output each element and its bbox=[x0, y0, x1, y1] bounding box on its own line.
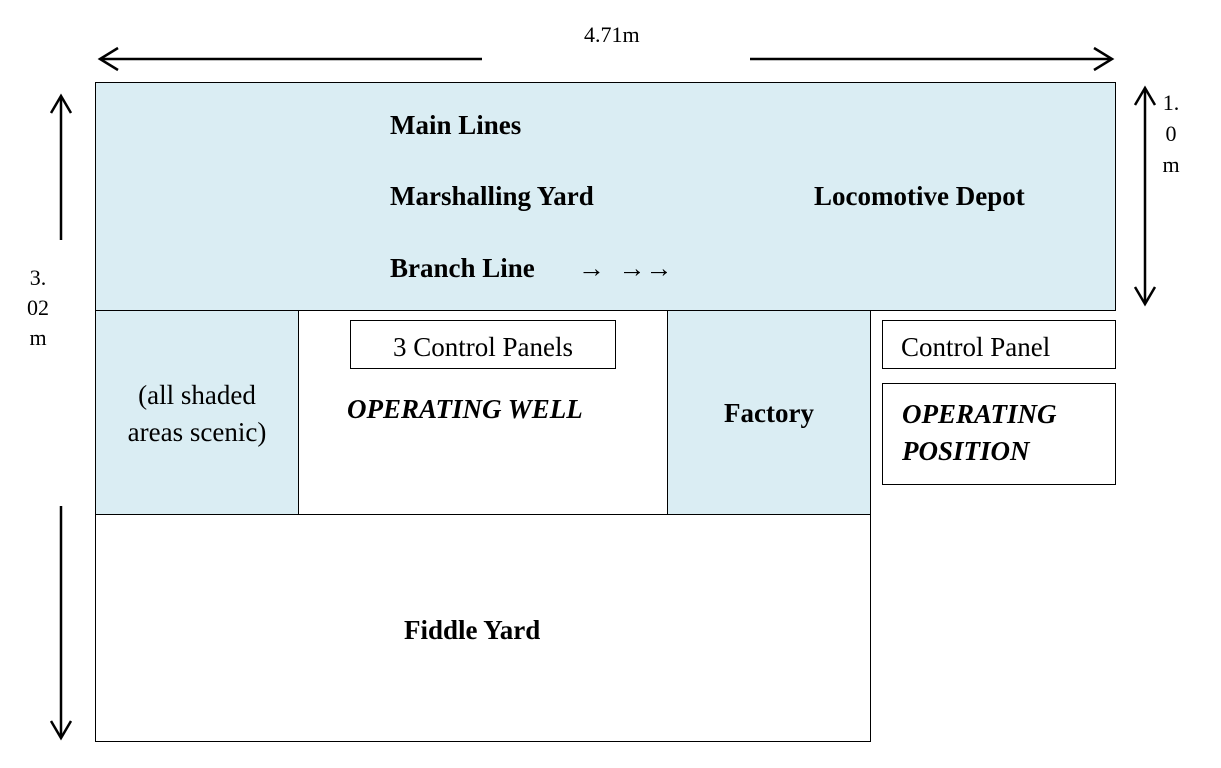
width-label: 4.71m bbox=[584, 22, 640, 47]
main-lines-label: Main Lines bbox=[390, 110, 522, 140]
control-panel-box bbox=[882, 320, 1116, 369]
fiddle-yard-label: Fiddle Yard bbox=[404, 615, 541, 645]
fiddle-yard-area bbox=[95, 514, 871, 742]
locomotive-depot-label: Locomotive Depot bbox=[814, 181, 1025, 211]
factory-label: Factory bbox=[724, 398, 814, 428]
operating-well-label: OPERATING WELL bbox=[347, 394, 583, 424]
height-label: 3. 02 m bbox=[27, 265, 49, 350]
control-panel-label: Control Panel bbox=[901, 332, 1051, 362]
control-panels-label: 3 Control Panels bbox=[393, 332, 573, 362]
factory-area bbox=[667, 310, 871, 515]
branch-line-arrows: → →→ bbox=[578, 253, 673, 283]
scenic-note: (all shaded areas scenic) bbox=[127, 380, 267, 447]
control-panels-box bbox=[350, 320, 616, 369]
left-scenic-area bbox=[95, 310, 299, 515]
branch-line-label: Branch Line bbox=[390, 253, 535, 283]
top-scenic-area bbox=[95, 82, 1116, 311]
marshalling-yard-label: Marshalling Yard bbox=[390, 181, 594, 211]
operating-position-label: OPERATING POSITION bbox=[902, 399, 1057, 466]
depth-label: 1. 0 m bbox=[1162, 90, 1180, 177]
operating-position-box bbox=[882, 383, 1116, 485]
